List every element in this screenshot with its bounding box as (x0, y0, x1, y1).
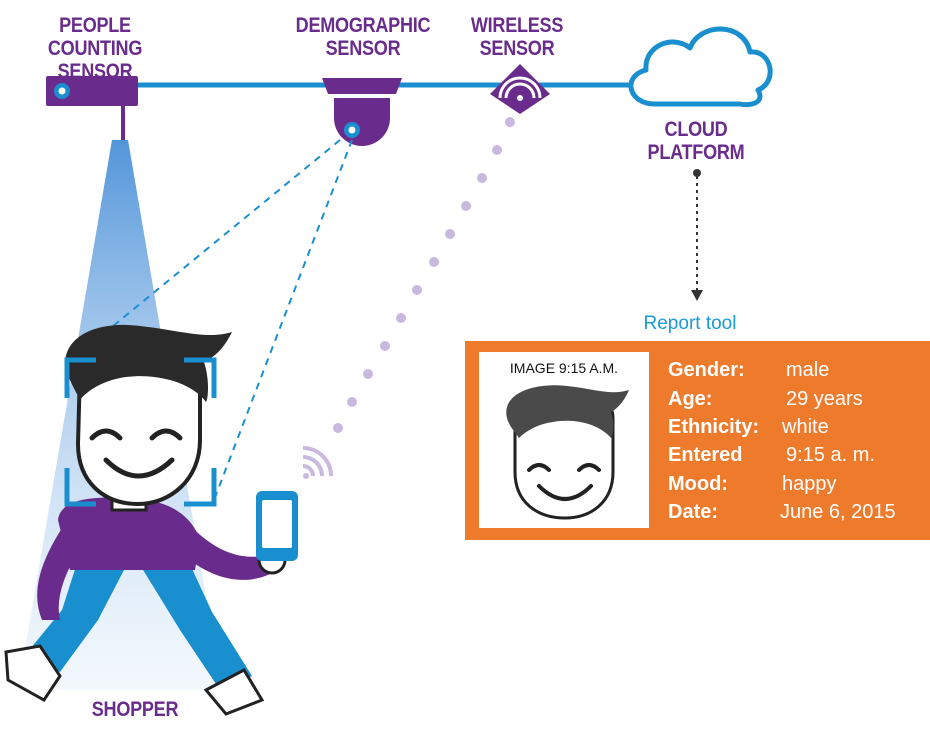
demographic-sensor-icon (322, 78, 402, 146)
report-photo: IMAGE 9:15 A.M. (479, 352, 649, 528)
camera-view-line (213, 139, 353, 501)
field-value: happy (782, 473, 837, 495)
field-value: June 6, 2015 (780, 501, 896, 523)
label-line: SENSOR (57, 60, 133, 83)
wireless-signal-path (333, 117, 515, 433)
field-key: Date: (668, 501, 719, 523)
field-key: Age: (668, 388, 713, 410)
label-line: CLOUD (664, 118, 728, 141)
wireless-sensor-label: WIRELESS SENSOR (466, 14, 567, 60)
demographic-sensor-label: DEMOGRAPHIC SENSOR (295, 14, 431, 60)
label-line: PLATFORM (647, 141, 745, 164)
label-line: DEMOGRAPHIC (295, 14, 431, 37)
field-value: 29 years (786, 388, 863, 410)
field-value: 9:15 a. m. (786, 444, 875, 466)
field-age: Age: 29 years (668, 386, 863, 412)
people-counting-sensor-icon (46, 76, 138, 140)
wireless-sensor-icon (490, 64, 550, 114)
face-photo-icon (506, 385, 629, 520)
shopper-figure (4, 324, 298, 716)
field-value: male (786, 359, 830, 381)
field-gender: Gender: male (668, 357, 829, 383)
field-key: Gender: (668, 359, 745, 381)
photo-caption: IMAGE 9:15 A.M. (509, 360, 619, 376)
field-key: Mood: (668, 473, 728, 495)
label-line: SENSOR (479, 37, 555, 60)
label-line: PEOPLE COUNTING (47, 14, 143, 60)
camera-view-line (73, 139, 341, 359)
shopper-label: SHOPPER (91, 698, 179, 721)
field-value: white (782, 416, 829, 438)
label-line: WIRELESS (470, 14, 564, 37)
cloud-report-arrow (691, 169, 703, 301)
phone-wifi-icon (302, 446, 333, 479)
people-counting-sensor-label: PEOPLE COUNTING SENSOR (13, 14, 176, 83)
field-ethnicity: Ethnicity: white (668, 414, 829, 440)
field-key: Ethnicity: (668, 416, 760, 438)
cloud-icon (628, 26, 773, 108)
label-line: SENSOR (325, 37, 401, 60)
field-entered: Entered 9:15 a. m. (668, 442, 875, 468)
report-tool-label: Report tool (643, 313, 737, 334)
field-mood: Mood: happy (668, 471, 837, 497)
field-date: Date: June 6, 2015 (668, 499, 896, 525)
field-key: Entered (668, 444, 743, 466)
cloud-platform-label: CLOUD PLATFORM (644, 118, 747, 164)
